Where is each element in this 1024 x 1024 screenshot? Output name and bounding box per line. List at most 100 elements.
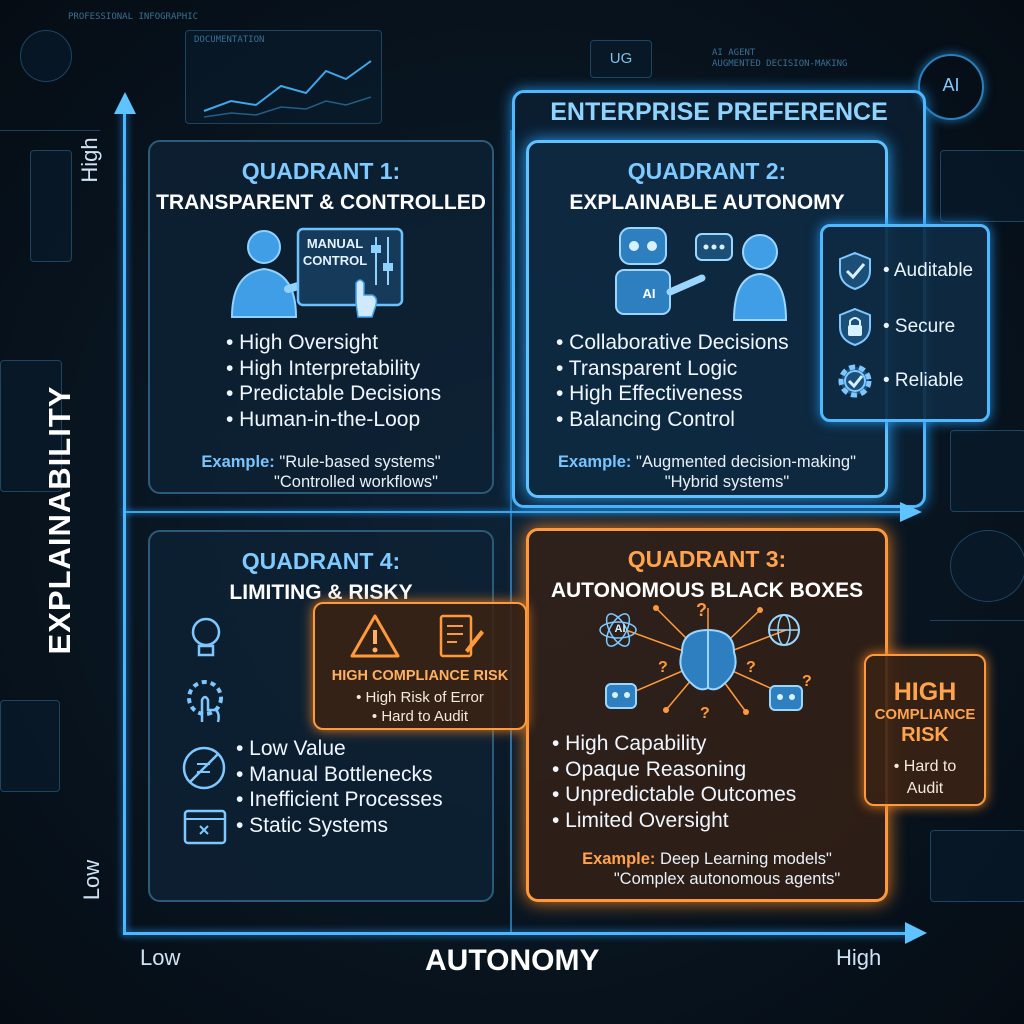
quadrant-2-bullets: • Collaborative Decisions • Transparent … [556, 330, 789, 432]
example-line1: Deep Learning models" [660, 850, 832, 868]
list-item: • Inefficient Processes [236, 788, 443, 811]
trust-label: • Reliable [883, 370, 964, 391]
quadrant-3-bullets: • High Capability • Opaque Reasoning • U… [552, 731, 796, 833]
quadrant-1-title: QUADRANT 1: TRANSPARENT & CONTROLLED [148, 156, 494, 218]
shield-check-icon [839, 251, 871, 291]
hud-right-dial [950, 530, 1024, 602]
quadrant-3-example: Example: Deep Learning models" "Complex … [526, 849, 888, 889]
list-item: • Transparent Logic [556, 356, 738, 380]
hud-side-chart [0, 360, 62, 492]
y-axis-arrow-icon [114, 92, 136, 114]
static-window-icon [183, 809, 227, 845]
quadrant-3-name: AUTONOMOUS BLACK BOXES [550, 579, 864, 602]
quadrant-1-example: Example: "Rule-based systems" "Controlle… [148, 452, 494, 492]
quadrant-4-title: QUADRANT 4: LIMITING & RISKY [148, 546, 494, 608]
example-label: Example: [201, 453, 275, 471]
risk-line2: • Hard to Audit [371, 708, 469, 725]
enterprise-preference-title: ENTERPRISE PREFERENCE [550, 98, 888, 126]
list-item: • Manual Bottlenecks [236, 762, 433, 786]
trust-row-secure: • Secure [823, 307, 993, 347]
risk-detail-line1: • Hard to [893, 758, 957, 775]
document-edit-icon [439, 614, 484, 658]
quadrant-1-number: QUADRANT 1: [241, 158, 401, 184]
robot-human-collaboration-icon [615, 227, 788, 321]
list-item: • Predictable Decisions [226, 382, 442, 405]
lock-shield-icon [839, 307, 871, 347]
no-list-icon [182, 746, 226, 790]
list-item: • High Effectiveness [556, 382, 743, 405]
risk-detail: • Hard to Audit [866, 756, 984, 800]
y-axis-line [123, 105, 126, 935]
hud-circle-icon [20, 30, 72, 82]
example-line2: "Controlled workflows" [274, 473, 438, 491]
quadrant-4-bullets: • Low Value • Manual Bottlenecks • Ineff… [236, 736, 443, 838]
hud-line-chart: DOCUMENTATION [185, 30, 382, 124]
risk-detail-line2: Audit [906, 780, 944, 797]
trust-label: • Secure [883, 316, 956, 337]
risk-word-compliance: COMPLIANCE [874, 706, 976, 723]
quadrant-2-example: Example: "Augmented decision-making" "Hy… [526, 452, 888, 492]
x-axis-arrow-icon [905, 922, 927, 944]
svg-text:?: ? [658, 659, 668, 676]
list-item: • Balancing Control [556, 407, 735, 431]
trust-row-reliable: • Reliable [823, 361, 993, 401]
list-item: • Low Value [236, 737, 346, 760]
svg-text:?: ? [696, 600, 707, 620]
list-item: • Human-in-the-Loop [226, 407, 421, 431]
y-axis-low-label: Low [79, 859, 104, 901]
list-item: • Collaborative Decisions [556, 331, 789, 354]
risk-word-high: HIGH [893, 678, 957, 706]
trust-row-auditable: • Auditable [823, 251, 993, 291]
manual-control-icon [230, 227, 404, 318]
quadrant-1-box [148, 140, 494, 494]
center-horizontal-line [123, 511, 908, 513]
manual-control-line2: CONTROL [302, 253, 368, 268]
center-vertical-line [510, 130, 512, 932]
svg-text:?: ? [802, 673, 812, 690]
hud-top-right-line1: AI AGENT [712, 48, 756, 58]
hud-badge: UG [590, 40, 652, 78]
manual-control-panel-text: MANUAL CONTROL [299, 235, 371, 269]
black-box-network-icon: ? ? ? ? ? [599, 600, 812, 722]
quadrant-4-name: LIMITING & RISKY [229, 581, 413, 604]
x-axis-line [123, 932, 913, 935]
quadrant-2-number: QUADRANT 2: [627, 158, 787, 184]
hud-top-right-line2: AUGMENTED DECISION-MAKING [712, 59, 848, 69]
quadrant-3-title: QUADRANT 3: AUTONOMOUS BLACK BOXES [526, 544, 888, 606]
risk-warning-card: HIGH COMPLIANCE RISK • High Risk of Erro… [313, 602, 527, 730]
y-axis-label: EXPLAINABILITY [42, 385, 77, 655]
warning-triangle-icon [350, 614, 400, 658]
quadrant-3-number: QUADRANT 3: [627, 546, 787, 572]
hud-divider [930, 620, 1024, 621]
hud-side-meter [30, 150, 72, 262]
atom-ai-label: AI [614, 623, 626, 635]
list-item: • High Oversight [226, 331, 379, 354]
hud-top-right-text: AI AGENT AUGMENTED DECISION-MAKING [712, 48, 847, 70]
svg-text:?: ? [746, 659, 756, 676]
risk-title: HIGH COMPLIANCE RISK [331, 668, 509, 684]
x-axis-high-label: High [836, 945, 882, 970]
list-item: • High Capability [552, 732, 707, 755]
list-item: • Limited Oversight [552, 808, 729, 832]
hud-badge-text: UG [609, 50, 633, 67]
ai-badge-text: AI [942, 75, 960, 95]
risk-word-risk: RISK [901, 724, 949, 746]
quadrant-1-bullets: • High Oversight • High Interpretability… [226, 330, 441, 432]
list-item: • Unpredictable Outcomes [552, 783, 797, 806]
robot-ai-label: AI [642, 286, 656, 301]
hud-right-panel [950, 430, 1024, 512]
hud-side-list [0, 700, 60, 792]
x-axis-label: AUTONOMY [425, 944, 600, 977]
hud-divider [0, 130, 100, 131]
hud-top-left-text: PROFESSIONAL INFOGRAPHIC [68, 12, 199, 22]
example-label: Example: [582, 850, 656, 868]
x-axis-low-label: Low [140, 945, 181, 970]
quadrant-2-title: QUADRANT 2: EXPLAINABLE AUTONOMY [526, 156, 888, 218]
example-line2: "Complex autonomous agents" [613, 870, 841, 888]
gear-check-icon [838, 364, 872, 398]
list-item: • Static Systems [236, 813, 389, 837]
list-item: • High Interpretability [226, 356, 421, 380]
hud-chart-label: DOCUMENTATION [194, 35, 265, 45]
quadrant-2-name: EXPLAINABLE AUTONOMY [569, 191, 845, 214]
svg-text:?: ? [700, 705, 710, 722]
